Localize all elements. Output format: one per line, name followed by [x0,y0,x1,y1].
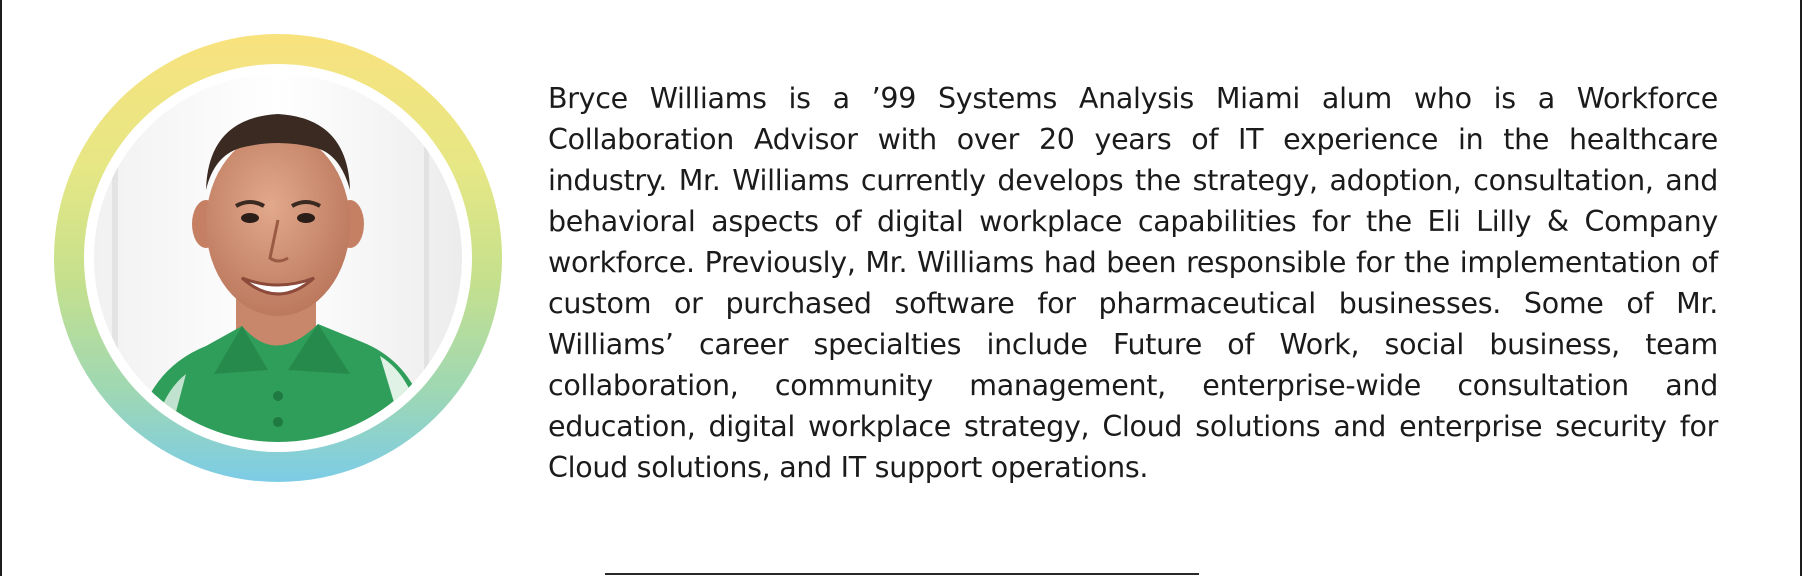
bio-paragraph: Bryce Williams is a ’99 Systems Analysis… [548,82,1718,484]
portrait-white-border [84,64,472,452]
portrait-shirt [134,324,430,442]
portrait-illustration [94,74,462,442]
bottom-divider [605,573,1199,575]
portrait-photo [94,74,462,442]
portrait-ring [54,34,502,482]
